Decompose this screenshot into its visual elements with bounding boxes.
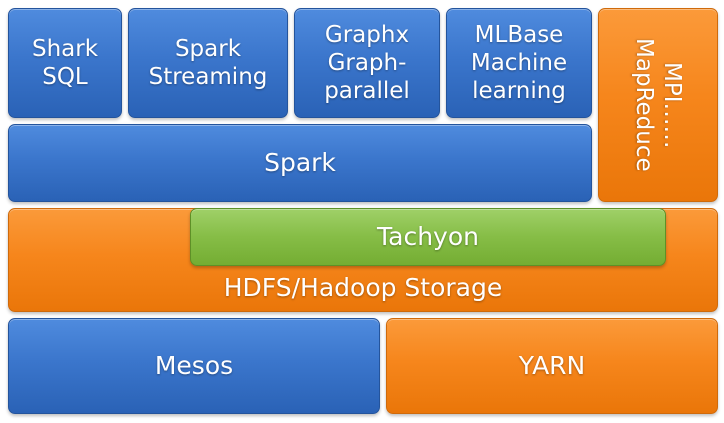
- mesos-block: Mesos: [8, 318, 380, 414]
- mlbase-label: MLBase Machine learning: [470, 22, 568, 104]
- graphx-label: Graphx Graph- parallel: [324, 22, 410, 104]
- tachyon-label: Tachyon: [377, 222, 479, 251]
- mpi-mapreduce-block: MPI…… MapReduce: [598, 8, 718, 202]
- mlbase-block: MLBase Machine learning: [446, 8, 592, 118]
- yarn-block: YARN: [386, 318, 718, 414]
- spark-streaming-block: Spark Streaming: [128, 8, 288, 118]
- mesos-label: Mesos: [154, 351, 234, 380]
- hdfs-hadoop-storage-label: HDFS/Hadoop Storage: [223, 273, 503, 302]
- tachyon-block: Tachyon: [190, 208, 666, 266]
- spark-streaming-label: Spark Streaming: [148, 36, 268, 90]
- shark-sql-block: Shark SQL: [8, 8, 122, 118]
- shark-sql-label: Shark SQL: [31, 36, 99, 90]
- mpi-mapreduce-label: MPI…… MapReduce: [631, 38, 685, 172]
- graphx-block: Graphx Graph- parallel: [294, 8, 440, 118]
- spark-block: Spark: [8, 124, 592, 202]
- spark-label: Spark: [264, 148, 336, 177]
- yarn-label: YARN: [518, 351, 586, 380]
